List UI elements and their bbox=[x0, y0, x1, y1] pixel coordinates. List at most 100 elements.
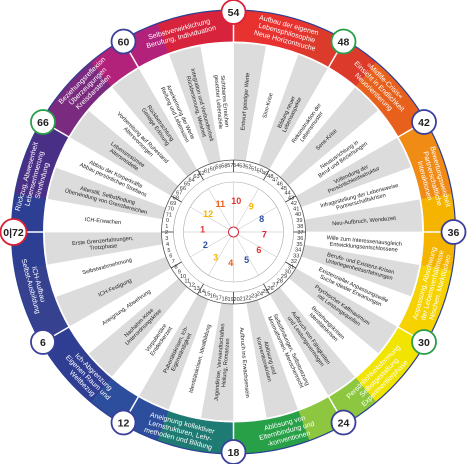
age-tick-number: 62 bbox=[199, 171, 205, 177]
ring-sector bbox=[139, 22, 170, 60]
age-tick-number: 37 bbox=[297, 230, 303, 236]
age-tick-number: 53 bbox=[239, 164, 245, 170]
age-tick-number: 69 bbox=[170, 201, 176, 207]
age-tick-number: 15 bbox=[204, 292, 210, 298]
age-marker-label: 48 bbox=[338, 36, 350, 48]
tick-divider bbox=[197, 169, 204, 181]
ring-sector bbox=[75, 365, 112, 403]
age-marker-circle bbox=[0, 218, 28, 246]
center-divider bbox=[190, 206, 229, 230]
age-marker-label: 6 bbox=[40, 337, 46, 349]
age-tick-number: 36 bbox=[297, 236, 303, 242]
ring-sector bbox=[417, 174, 453, 200]
ring-sector bbox=[411, 281, 448, 310]
ring-sector bbox=[157, 17, 186, 54]
age-tick-number: 8 bbox=[174, 264, 177, 270]
age-tick-number: 9 bbox=[178, 269, 181, 275]
age-tick-number: 46 bbox=[277, 182, 283, 188]
age-tick-number: 1 bbox=[165, 224, 168, 230]
age-tick-number: 20 bbox=[233, 297, 239, 303]
ring-sector bbox=[14, 264, 50, 290]
age-marker-circle bbox=[110, 28, 137, 55]
ring-sector bbox=[76, 61, 113, 98]
age-marker-circle bbox=[30, 329, 56, 355]
age-tick-number: 64 bbox=[189, 178, 195, 184]
age-tick-number: 5 bbox=[167, 248, 170, 254]
ring-sector bbox=[89, 376, 125, 414]
ring-sector bbox=[341, 377, 377, 415]
ring-sector bbox=[50, 340, 88, 375]
tick-divider bbox=[263, 169, 270, 181]
age-marker-label: 66 bbox=[37, 117, 49, 129]
ring-sector bbox=[342, 50, 378, 88]
ring-sector bbox=[420, 248, 455, 272]
phase-number: 4 bbox=[228, 258, 233, 268]
tick-divider bbox=[263, 283, 270, 295]
age-tick-number: 58 bbox=[221, 164, 227, 170]
segment-label: Erste Grenzerfahrungen,Trotzphase bbox=[72, 236, 135, 254]
age-tick-number: 7 bbox=[172, 259, 175, 265]
ring-sector bbox=[367, 75, 405, 111]
age-tick-number: 26 bbox=[267, 286, 273, 292]
age-tick-number: 25 bbox=[262, 289, 268, 295]
age-marker-label: 60 bbox=[118, 36, 130, 48]
ring-sector bbox=[265, 415, 291, 451]
age-tick-number: 52 bbox=[245, 165, 251, 171]
age-marker-circle bbox=[220, 0, 247, 25]
center-divider bbox=[190, 234, 229, 258]
age-marker-label: 42 bbox=[418, 117, 430, 129]
ring-sector bbox=[19, 154, 56, 183]
age-tick-number: 16 bbox=[210, 294, 216, 300]
age-tick-number: 28 bbox=[277, 278, 283, 284]
age-tick-number: 48 bbox=[267, 174, 273, 180]
ring-sector bbox=[138, 403, 169, 441]
age-tick-number: 0 bbox=[166, 218, 169, 224]
age-tick-number: 65 bbox=[184, 182, 190, 188]
age-tick-number: 41 bbox=[293, 206, 299, 212]
age-marker-circle bbox=[110, 409, 137, 436]
age-marker-label: 18 bbox=[228, 447, 240, 459]
age-tick-number: 54 bbox=[233, 163, 239, 169]
age-tick-number: 44 bbox=[285, 191, 291, 197]
age-marker-circle bbox=[411, 329, 437, 355]
age-tick-number: 10 bbox=[180, 274, 186, 280]
age-marker-label: 12 bbox=[118, 418, 130, 430]
center-divider bbox=[236, 188, 259, 227]
ring-sector bbox=[18, 280, 55, 308]
age-tick-number: 21 bbox=[239, 296, 245, 302]
phase-number: 1 bbox=[200, 224, 205, 234]
age-tick-number: 27 bbox=[272, 282, 278, 288]
center-dot bbox=[228, 226, 239, 238]
ring-sector bbox=[405, 296, 443, 327]
age-marker-label: 54 bbox=[228, 7, 240, 19]
ring-sector bbox=[250, 10, 274, 46]
phase-number: 11 bbox=[216, 199, 226, 209]
center-divider bbox=[208, 188, 231, 227]
age-tick-number: 11 bbox=[184, 278, 190, 284]
age-tick-number: 61 bbox=[204, 168, 210, 174]
phase-number: 7 bbox=[262, 230, 267, 240]
ring-sector bbox=[51, 88, 89, 124]
ring-sector bbox=[90, 49, 126, 87]
ring-sector bbox=[367, 354, 404, 390]
age-tick-number: 18 bbox=[221, 296, 227, 302]
ring-sector bbox=[297, 404, 328, 442]
ring-sector bbox=[62, 353, 100, 389]
age-tick-number: 6 bbox=[169, 254, 172, 260]
age-tick-number: 23 bbox=[251, 294, 257, 300]
ring-sector bbox=[249, 419, 273, 454]
age-marker-circle bbox=[330, 28, 357, 55]
age-marker-label: 0|72 bbox=[3, 227, 24, 239]
ring-sector bbox=[12, 192, 47, 216]
ring-sector bbox=[281, 410, 310, 447]
ring-sector bbox=[24, 296, 62, 326]
age-marker-label: 24 bbox=[338, 418, 350, 430]
tick-divider bbox=[170, 261, 182, 269]
age-tick-number: 51 bbox=[251, 166, 257, 172]
age-tick-number: 32 bbox=[291, 259, 297, 265]
age-tick-number: 12 bbox=[189, 282, 195, 288]
tick-divider bbox=[197, 283, 204, 295]
phase-number: 9 bbox=[249, 202, 254, 212]
age-tick-number: 45 bbox=[281, 186, 287, 192]
